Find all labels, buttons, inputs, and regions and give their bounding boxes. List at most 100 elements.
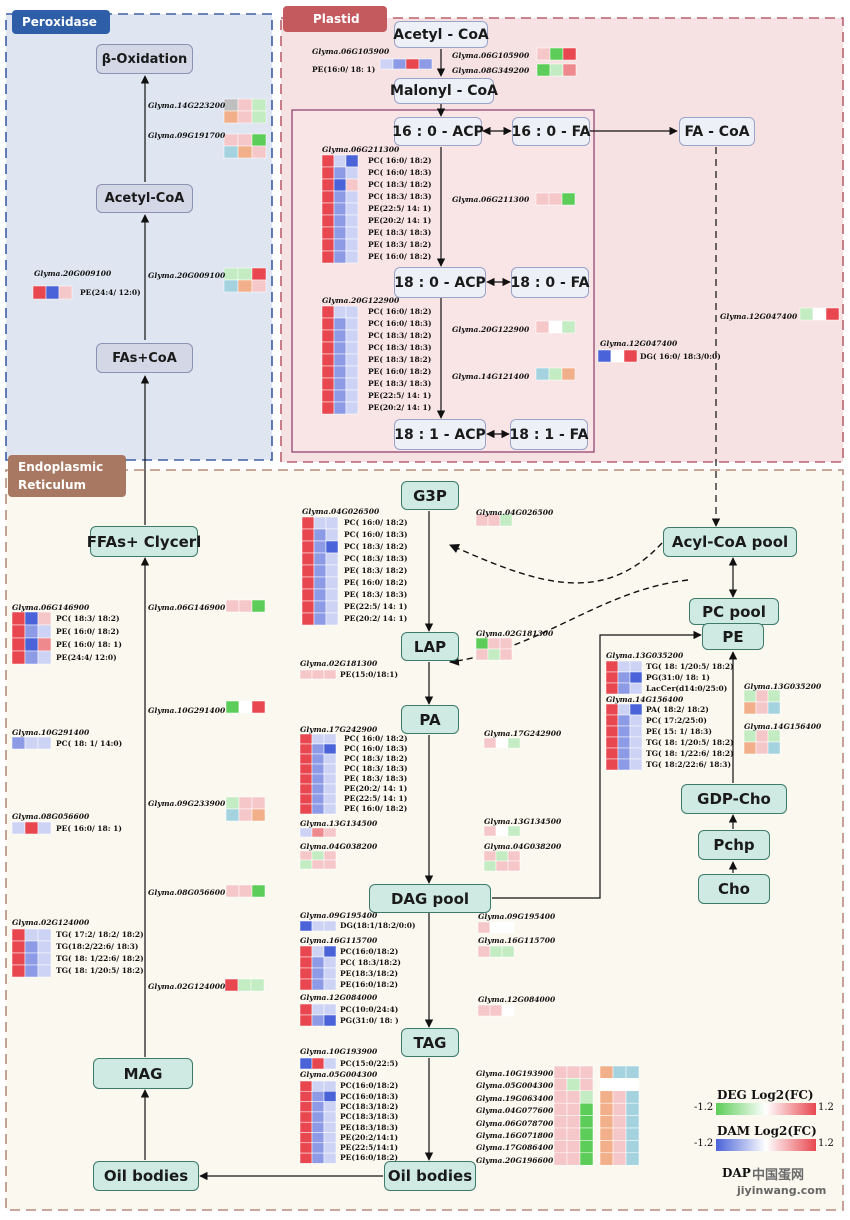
heatmap-cell-g04G038200-dam xyxy=(299,859,313,870)
heatmap-cell-g10G193900-dam xyxy=(311,1057,325,1070)
heatmap-cell-g20G122900-deg xyxy=(561,320,576,334)
heatmap-cell-g17G242900-dam xyxy=(323,733,337,745)
heatmap-cell-g06G211300-dam xyxy=(333,214,347,228)
heatmap-cell-g02G124000-dam xyxy=(11,940,26,954)
metabolite-label-g10G291400-dam: PC( 18: 1/ 14:0) xyxy=(56,739,123,748)
deg-block-cell xyxy=(599,1115,614,1129)
heatmap-cell-g14G156400-dam xyxy=(629,725,643,738)
heatmap-cell-g09G191700-deg xyxy=(251,133,267,147)
heatmap-cell-g14G223200-deg xyxy=(251,98,267,112)
deg-block-cell xyxy=(566,1065,581,1079)
node-fa-18-1: 18 : 1 - FA xyxy=(510,419,588,450)
legend-dam-gradient xyxy=(716,1139,816,1151)
heatmap-cell-g06G211300-dam xyxy=(321,226,335,240)
heatmap-cell-g06G105900-deg xyxy=(536,47,551,61)
legend-dap-title: DAP xyxy=(722,1166,751,1180)
heatmap-cell-g04G026500-dam xyxy=(313,564,327,578)
heatmap-cell-g12G084000-dam xyxy=(311,1014,325,1027)
deg-block-gene-label: Glyma.16G071800 xyxy=(476,1131,554,1140)
heatmap-cell-g14G156400-dam xyxy=(629,736,643,749)
heatmap-cell-g13G035200-dam xyxy=(629,671,643,684)
metabolite-list-g17G242900-dam: PC( 16:0/ 18:2)PC( 16:0/ 18:3)PC( 18:3/ … xyxy=(344,734,408,814)
gene-label-g06G146900-deg: Glyma.06G146900 xyxy=(148,603,226,612)
heatmap-cell-g12G047400-deg xyxy=(812,307,827,321)
metabolite-label: PE(20:2/14:1) xyxy=(340,1132,399,1142)
heatmap-cell-g04G026500-deg xyxy=(499,513,513,527)
gene-label-g06G211300-dam: Glyma.06G211300 xyxy=(322,145,400,154)
gene-label-g10G291400-dam: Glyma.10G291400 xyxy=(12,728,90,737)
heatmap-cell-g06G211300-dam xyxy=(321,178,335,192)
heatmap-cell-g09G191700-deg xyxy=(251,145,267,159)
heatmap-cell-g12G047400-deg xyxy=(799,307,814,321)
heatmap-cell-g20G122900-dam xyxy=(345,353,359,367)
gene-label-g08G349200-deg: Glyma.08G349200 xyxy=(452,66,530,75)
heatmap-cell-g12G047400-dam xyxy=(597,349,612,363)
heatmap-cell-g08G056600-dam xyxy=(24,821,39,835)
heatmap-cell-g20G122900-dam xyxy=(321,377,335,391)
heatmap-cell-g04G026500-dam xyxy=(325,540,339,554)
gene-label-g12G084000-dam: Glyma.12G084000 xyxy=(300,993,378,1002)
heatmap-cell-g05G004300-dam xyxy=(311,1121,325,1133)
metabolite-label: PC( 18:3/ 18:3) xyxy=(344,764,408,774)
heatmap-cell-g13G035200-deg xyxy=(767,701,781,715)
node-dag-pool: DAG pool xyxy=(369,884,491,913)
metabolite-label-g06G105900-dam: PE(16:0/ 18: 1) xyxy=(312,65,376,74)
heatmap-cell-g05G004300-dam xyxy=(299,1080,313,1092)
heatmap-cell-g10G291400-dam xyxy=(11,736,26,750)
heatmap-cell-g10G193900-dam xyxy=(299,1057,313,1070)
heatmap-cell-g20G122900-dam xyxy=(333,305,347,319)
heatmap-cell-g04G026500-dam xyxy=(325,552,339,566)
metabolite-label: PC( 17:2/25:0) xyxy=(646,715,707,725)
heatmap-cell-g04G038200-dam xyxy=(323,859,337,870)
heatmap-cell-g12G084000-dam xyxy=(323,1003,337,1016)
deg-block-cell xyxy=(625,1127,640,1141)
heatmap-cell-g06G146900-dam xyxy=(11,624,26,639)
heatmap-cell-g05G004300-dam xyxy=(311,1111,325,1123)
heatmap-cell-g20G122900-dam xyxy=(345,377,359,391)
metabolite-label: PE(16:0/18:2) xyxy=(340,1153,399,1163)
legend-deg-max: 1.2 xyxy=(818,1102,834,1113)
node-fa-16: 16 : 0 - FA xyxy=(512,117,590,146)
metabolite-label: PE(16:0/18:2) xyxy=(340,979,399,989)
metabolite-label: PE( 18:3/ 18:2) xyxy=(344,566,408,576)
deg-block-cell xyxy=(579,1065,594,1079)
gene-label-g14G121400-deg: Glyma.14G121400 xyxy=(452,372,530,381)
arrow-dag-to-pe xyxy=(492,630,702,899)
heatmap-cell-g09G233900-deg xyxy=(251,796,266,810)
metabolite-label: PC( 18:3/ 18:2) xyxy=(56,613,120,623)
metabolite-label: LacCer(d14:0/25:0) xyxy=(646,683,728,693)
heatmap-cell-g04G026500-dam xyxy=(301,516,315,530)
heatmap-cell-g17G242900-deg xyxy=(495,737,509,749)
deg-block-cell xyxy=(625,1115,640,1129)
heatmap-cell-g06G211300-dam xyxy=(345,250,359,264)
legend-dam-min: -1.2 xyxy=(694,1138,714,1149)
node-mag: MAG xyxy=(93,1058,193,1089)
heatmap-cell-g13G035200-dam xyxy=(617,660,631,673)
heatmap-cell-g06G211300-dam xyxy=(345,214,359,228)
heatmap-cell-g04G026500-dam xyxy=(301,600,315,614)
heatmap-cell-g20G122900-dam xyxy=(321,389,335,403)
heatmap-cell-g20G122900-dam xyxy=(333,317,347,331)
heatmap-cell-g02G124000-dam xyxy=(24,928,39,942)
deg-block-cell xyxy=(612,1090,627,1104)
metabolite-label: PE( 16:0/ 18:2) xyxy=(344,804,408,814)
heatmap-cell-g14G121400-deg xyxy=(548,367,563,381)
metabolite-label: PA( 18:2/ 18:2) xyxy=(646,704,709,714)
heatmap-cell-g10G193900-dam xyxy=(323,1057,337,1070)
metabolite-label: TG( 18: 1/20:5/ 18:2) xyxy=(646,661,734,671)
heatmap-cell-g06G146900-dam xyxy=(37,624,52,639)
heatmap-cell-g17G242900-dam xyxy=(311,793,325,805)
heatmap-cell-g08G056600-dam xyxy=(37,821,52,835)
heatmap-cell-g10G291400-deg xyxy=(225,700,240,714)
heatmap-cell-g14G121400-deg xyxy=(561,367,576,381)
gene-label-g10G193900-dam: Glyma.10G193900 xyxy=(300,1047,378,1056)
heatmap-cell-g14G156400-deg xyxy=(743,741,757,755)
node-g3p: G3P xyxy=(401,481,459,510)
heatmap-cell-g05G004300-dam xyxy=(299,1152,313,1164)
metabolite-label-g08G056600-dam: PE( 16:0/ 18: 1) xyxy=(56,824,122,833)
heatmap-cell-g08G349200-deg xyxy=(549,63,564,77)
heatmap-cell-g14G156400-dam xyxy=(605,725,619,738)
heatmap-cell-g20G009100-deg xyxy=(223,267,239,281)
heatmap-cell-g14G156400-dam xyxy=(629,703,643,716)
heatmap-cell-g05G004300-dam xyxy=(299,1111,313,1123)
